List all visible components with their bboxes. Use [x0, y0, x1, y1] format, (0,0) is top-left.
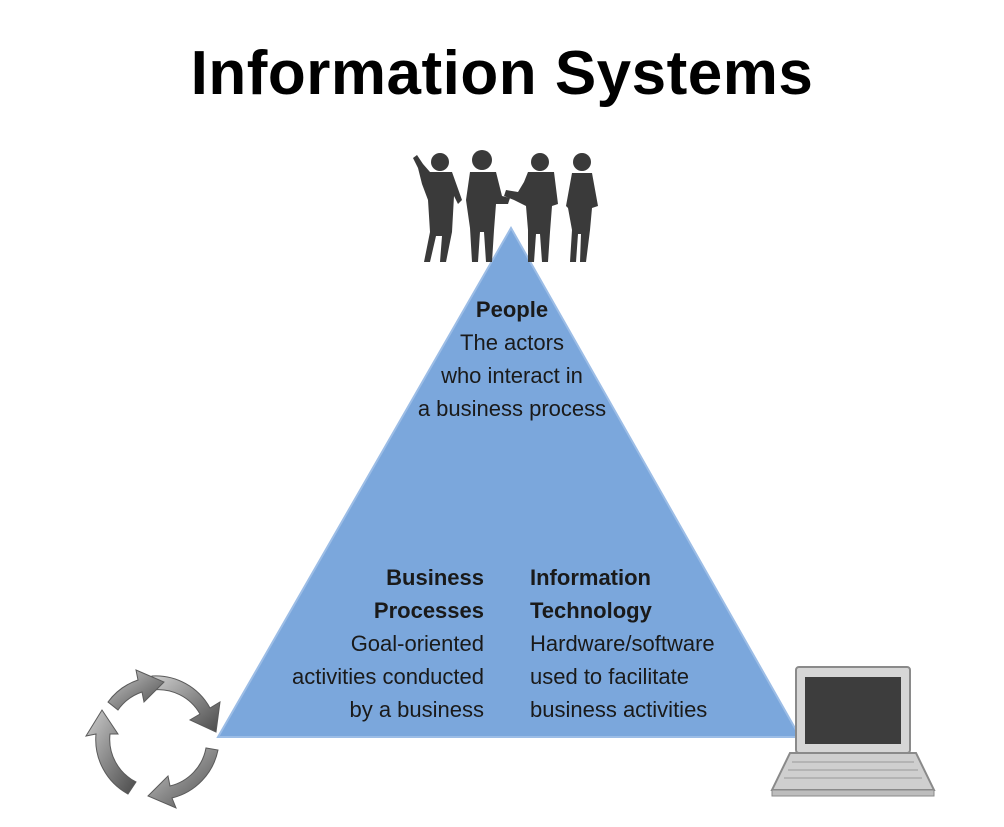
business-processes-desc-line: activities conducted — [292, 664, 484, 689]
diagram-title: Information Systems — [190, 39, 814, 108]
people-block: People The actors who interact in a busi… — [372, 293, 652, 425]
business-processes-heading: Processes — [373, 598, 484, 623]
information-technology-desc-line: Hardware/software — [530, 631, 715, 656]
information-technology-desc-line: business activities — [530, 697, 708, 722]
pyramid-triangle — [216, 225, 802, 738]
information-technology-block: Information Technology Hardware/software… — [530, 561, 770, 726]
information-technology-desc-line: used to facilitate — [530, 664, 689, 689]
laptop-icon — [770, 666, 936, 797]
business-processes-desc-line: Goal-oriented — [350, 631, 484, 656]
business-processes-heading: Business — [386, 565, 484, 590]
business-processes-block: Business Processes Goal-oriented activit… — [230, 561, 484, 726]
business-processes-desc-line: by a business — [349, 697, 484, 722]
cycle-arrows-icon — [84, 669, 221, 809]
people-desc-line: who interact in — [441, 363, 583, 388]
people-silhouette-icon — [413, 150, 598, 262]
information-technology-heading: Technology — [530, 598, 652, 623]
information-technology-heading: Information — [530, 565, 651, 590]
people-desc-line: a business process — [417, 396, 607, 421]
people-heading: People — [475, 297, 549, 322]
people-desc-line: The actors — [460, 330, 564, 355]
